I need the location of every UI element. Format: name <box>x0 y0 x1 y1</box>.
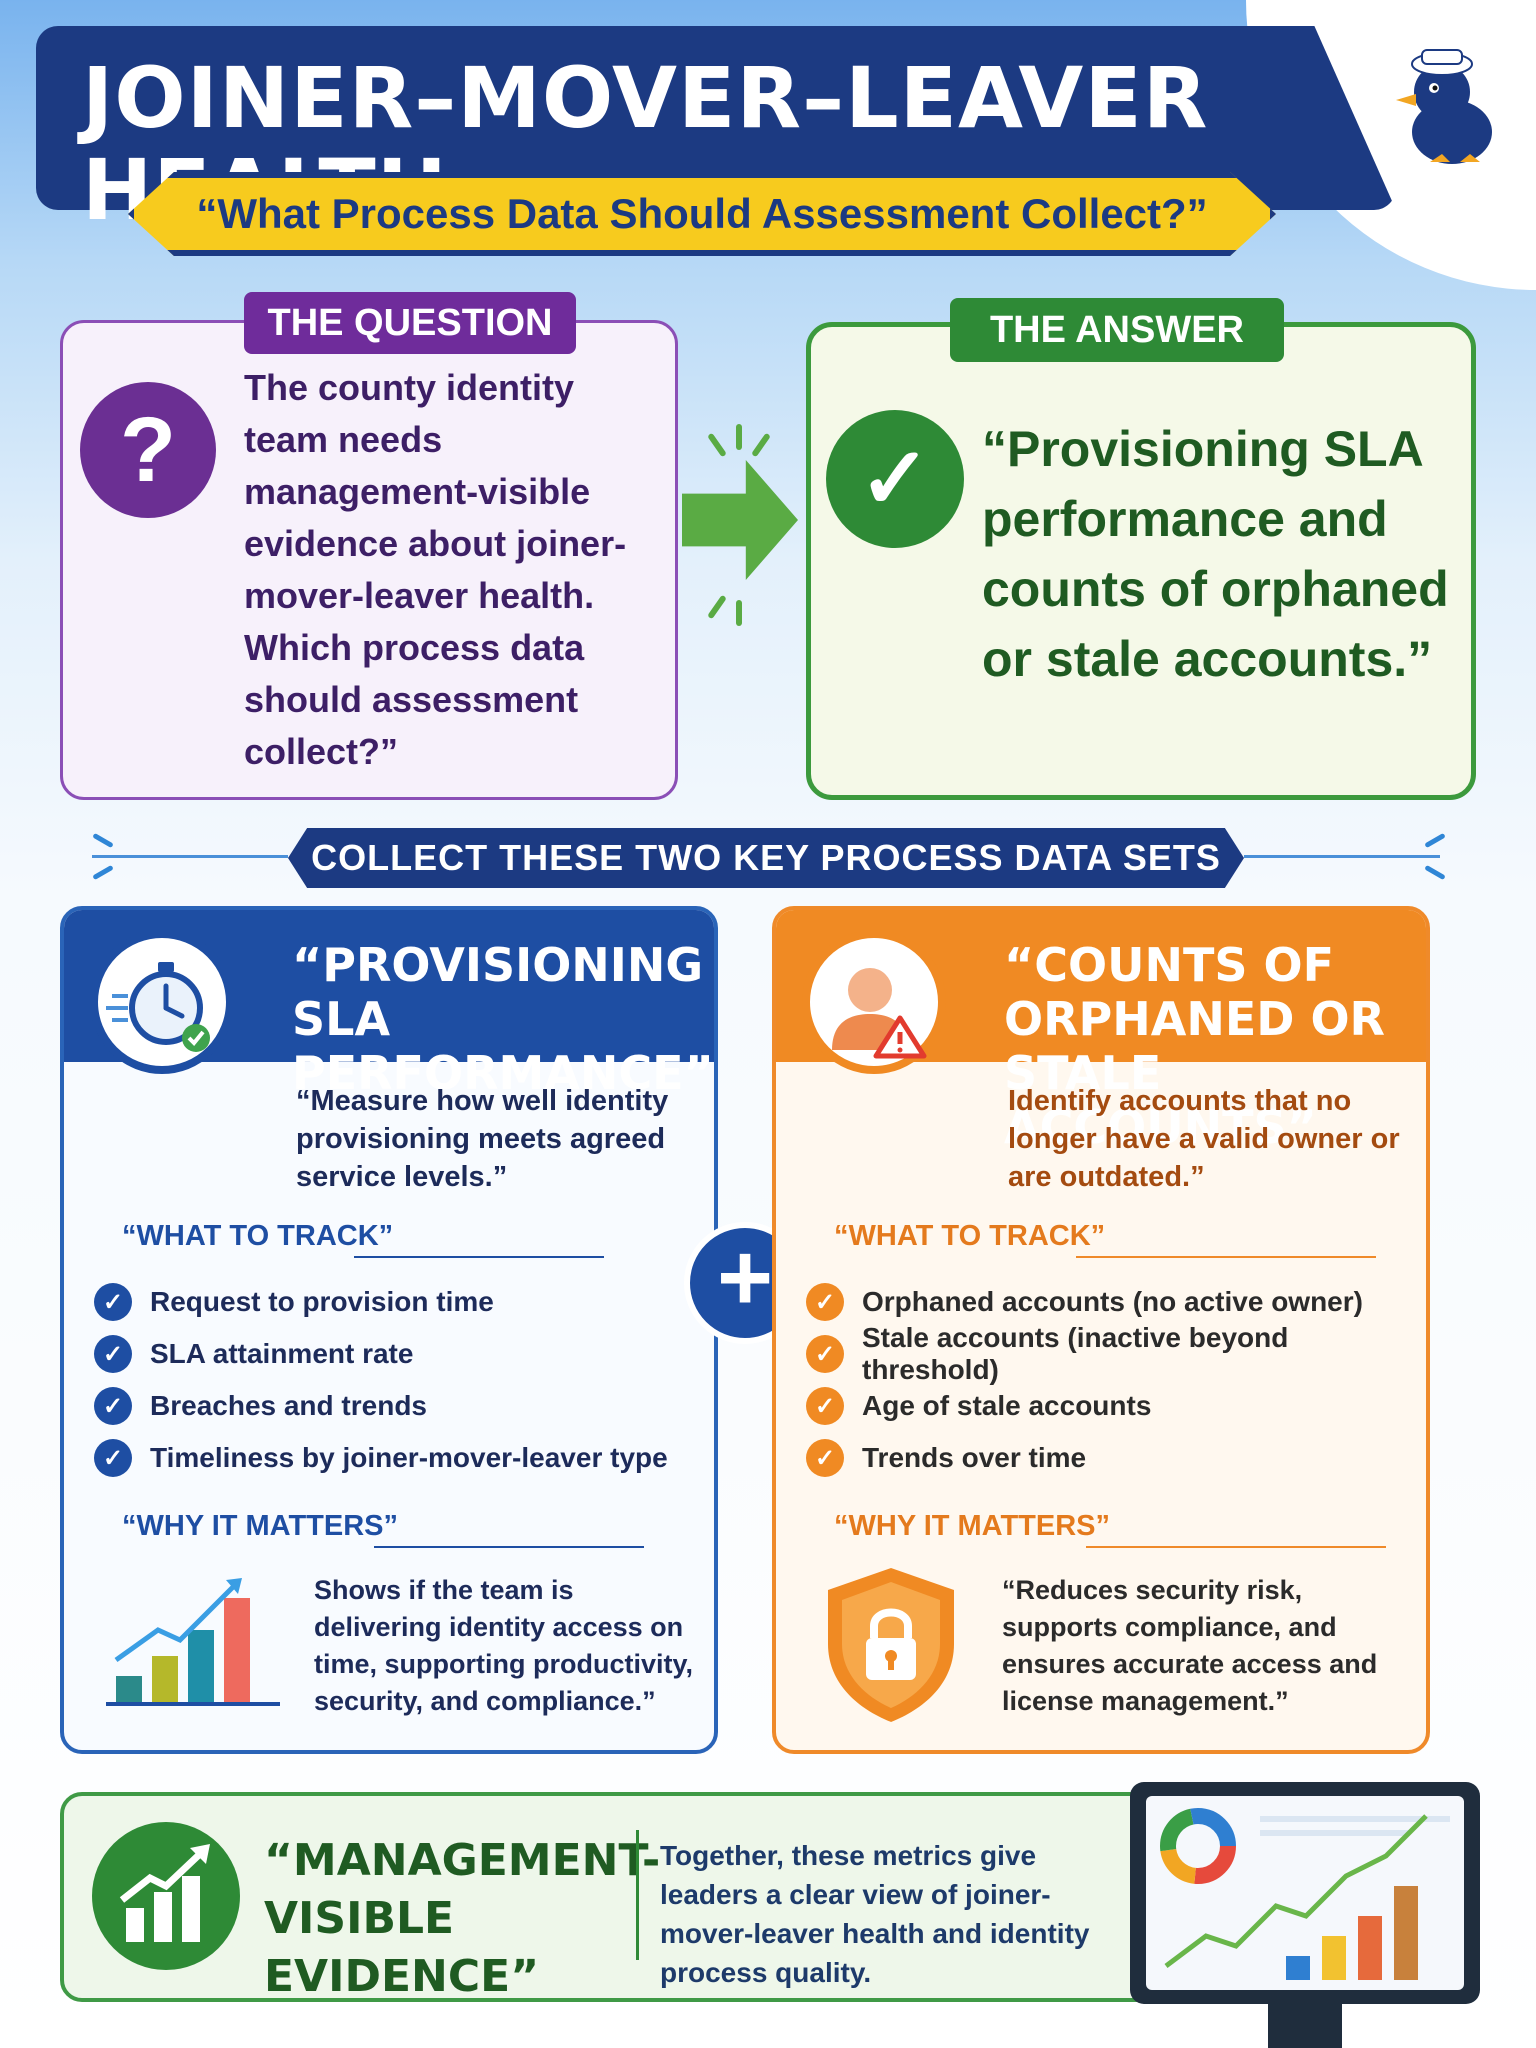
subtitle-ribbon: “What Process Data Should Assessment Col… <box>128 172 1276 256</box>
spark-icon <box>736 600 742 626</box>
check-icon: ✓ <box>806 1439 844 1477</box>
ray-icon <box>1424 832 1446 849</box>
orphaned-track-list: ✓Orphaned accounts (no active owner) ✓St… <box>806 1276 1426 1484</box>
evidence-divider <box>636 1830 639 1960</box>
spark-icon <box>736 424 742 450</box>
provisioning-track-list: ✓Request to provision time ✓SLA attainme… <box>94 1276 714 1484</box>
answer-card <box>806 322 1476 800</box>
duck-mascot-icon <box>1396 49 1492 164</box>
page-subtitle: “What Process Data Should Assessment Col… <box>196 190 1208 237</box>
check-icon: ✓ <box>94 1387 132 1425</box>
list-item: ✓Age of stale accounts <box>806 1380 1426 1432</box>
provisioning-why-text: Shows if the team is delivering identity… <box>314 1575 694 1716</box>
question-text: The county identity team needs managemen… <box>244 367 627 772</box>
check-icon: ✓ <box>94 1439 132 1477</box>
list-item: ✓SLA attainment rate <box>94 1328 714 1380</box>
spark-icon <box>751 432 771 458</box>
provisioning-card: “PROVISIONING SLA PERFORMANCE” “Measure … <box>60 906 718 1754</box>
dashboard-screen <box>1146 1796 1464 1990</box>
list-item: ✓Stale accounts (inactive beyond thresho… <box>806 1322 1426 1385</box>
section-banner: COLLECT THESE TWO KEY PROCESS DATA SETS <box>288 828 1244 888</box>
provisioning-card-description: “Measure how well identity provisioning … <box>296 1085 669 1193</box>
provisioning-why-heading: “WHY IT MATTERS” <box>122 1510 399 1542</box>
orphaned-card-description: Identify accounts that no longer have a … <box>1008 1085 1400 1193</box>
stopwatch-icon <box>90 930 234 1074</box>
question-icon: ? <box>80 382 216 518</box>
section-divider-right <box>1244 855 1440 858</box>
evidence-text: Together, these metrics give leaders a c… <box>660 1840 1090 1988</box>
ray-icon <box>92 864 114 881</box>
user-warning-icon <box>802 930 946 1074</box>
bar-chart-icon <box>106 1578 280 1706</box>
monitor-stand <box>1268 2004 1342 2048</box>
orphaned-track-heading: “WHAT TO TRACK” <box>834 1220 1106 1252</box>
checkmark-icon: ✓ <box>826 410 964 548</box>
orphaned-why-text: “Reduces security risk, supports complia… <box>1002 1575 1378 1716</box>
spark-icon <box>707 432 727 458</box>
check-icon: ✓ <box>94 1335 132 1373</box>
check-icon: ✓ <box>806 1335 844 1373</box>
check-icon: ✓ <box>806 1283 844 1321</box>
orphaned-why-underline <box>1086 1546 1386 1548</box>
provisioning-track-underline <box>354 1256 604 1258</box>
list-item: ✓Orphaned accounts (no active owner) <box>806 1276 1426 1328</box>
orphaned-track-underline <box>1076 1256 1376 1258</box>
list-item: ✓Timeliness by joiner-mover-leaver type <box>94 1432 714 1484</box>
ray-icon <box>92 832 114 849</box>
check-icon: ✓ <box>806 1387 844 1425</box>
evidence-card <box>60 1792 1176 2002</box>
shield-lock-icon <box>828 1568 954 1722</box>
section-banner-label: COLLECT THESE TWO KEY PROCESS DATA SETS <box>311 837 1221 878</box>
question-tag: THE QUESTION <box>244 292 576 354</box>
list-item: ✓Request to provision time <box>94 1276 714 1328</box>
spark-icon <box>707 594 727 620</box>
list-item: ✓Trends over time <box>806 1432 1426 1484</box>
dashboard-graphic-icon <box>1160 1808 1450 1980</box>
list-item: ✓Breaches and trends <box>94 1380 714 1432</box>
answer-text: “Provisioning SLA performance and counts… <box>982 421 1449 687</box>
orphaned-why-heading: “WHY IT MATTERS” <box>834 1510 1111 1542</box>
answer-tag: THE ANSWER <box>950 298 1284 362</box>
provisioning-card-title: “PROVISIONING SLA PERFORMANCE” <box>292 938 714 1100</box>
provisioning-track-heading: “WHAT TO TRACK” <box>122 1220 394 1252</box>
growth-chart-icon <box>92 1822 240 1970</box>
ray-icon <box>1424 864 1446 881</box>
section-divider-left <box>92 855 288 858</box>
arrow-right-icon <box>682 460 798 580</box>
orphaned-accounts-card: “COUNTS OF ORPHANED OR STALE ACCOUNTS” I… <box>772 906 1430 1754</box>
check-icon: ✓ <box>94 1283 132 1321</box>
evidence-title: “MANAGEMENT-VISIBLE EVIDENCE” <box>264 1835 661 2002</box>
orphaned-card-title: “COUNTS OF ORPHANED OR STALE ACCOUNTS” <box>1004 938 1385 1154</box>
provisioning-why-underline <box>374 1546 644 1548</box>
